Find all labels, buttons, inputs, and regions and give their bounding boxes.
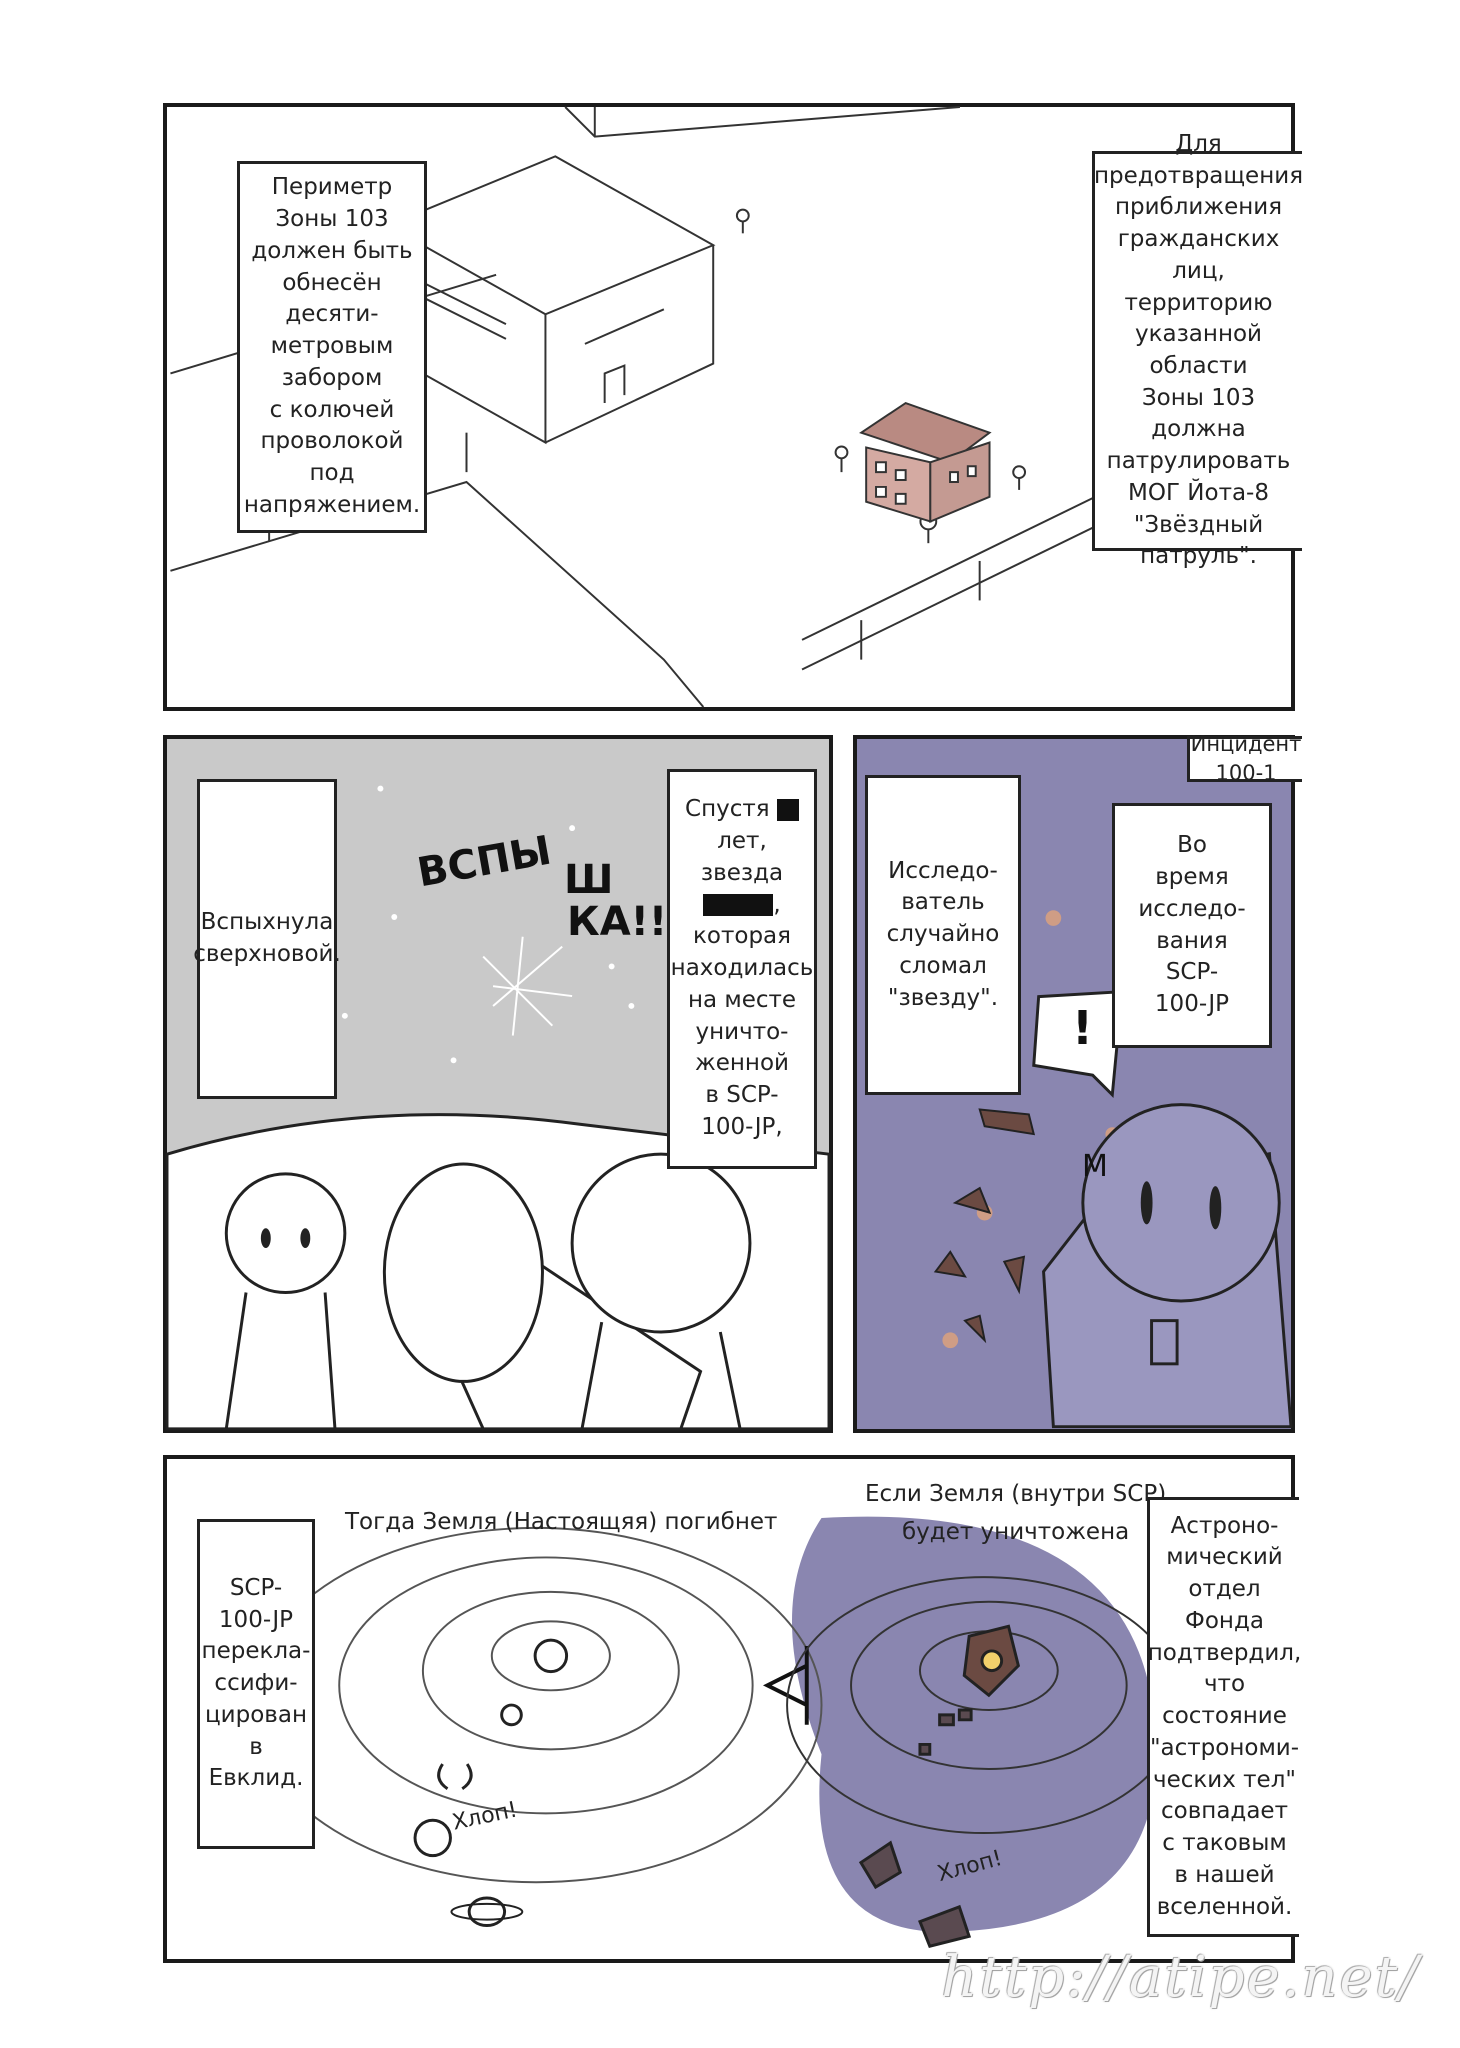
caption-supernova-text: Вспыхнула сверхновой. [193,909,341,967]
caption-during-research: Во время исследо- вания SCP- 100-JP [1112,803,1272,1048]
sfx-flash-3: КА!! [567,899,668,945]
caption-patrol-text: Для предотвращения приближения гражданск… [1093,130,1304,570]
caption-supernova: Вспыхнула сверхновой. [193,779,341,1099]
panel-4: SCP- 100-JP перекла- ссифи- цирован в Ев… [163,1455,1301,1963]
caption-euclid-text: SCP- 100-JP перекла- ссифи- цирован в Ев… [201,1574,311,1792]
caption-perimeter: Периметр Зоны 103 должен быть обнесён де… [237,161,427,533]
label-scp-earth-2: будет уничтожена [902,1519,1130,1545]
caption-years-line4: которая находилась на месте уничто- женн… [670,923,814,1140]
caption-perimeter-text: Периметр Зоны 103 должен быть обнесён де… [243,174,421,518]
caption-during-research-text: Во время исследо- вания SCP- 100-JP [1138,832,1246,1017]
telescope-scene-illustration [165,785,831,1431]
incident-tag: Инцидент 100-1 [1187,732,1302,785]
caption-years-line2: лет, звезда [700,828,784,886]
caption-astronomy-dept-text: Астроно- мический отдел Фонда подтвердил… [1147,1512,1302,1920]
panel-3: Инцидент 100-1 Исследо- ватель случайно … [853,732,1302,1433]
incident-tag-text: Инцидент 100-1 [1190,732,1302,785]
sfx-crack: М [1082,1149,1108,1184]
caption-astronomy-dept: Астроно- мический отдел Фонда подтвердил… [1147,1497,1302,1937]
caption-years-line1: Спустя [685,794,799,826]
label-real-earth: Тогда Земля (Настоящяя) погибнет [345,1509,778,1535]
panel-2: Вспыхнула сверхновой. ВСПЫ Ш КА!! Спустя… [163,735,833,1433]
redaction-bar [776,798,799,821]
sfx-flash-2: Ш [564,857,614,903]
caption-researcher-text: Исследо- ватель случайно сломал "звезду"… [886,857,1000,1011]
caption-euclid: SCP- 100-JP перекла- ссифи- цирован в Ев… [197,1519,315,1849]
researcher-broken-star-illustration [933,910,1293,1429]
watermark: http://atipe.net/ [941,1945,1420,2010]
caption-years-line3: , [703,890,781,922]
caption-researcher: Исследо- ватель случайно сломал "звезду"… [865,775,1021,1095]
solar-system-comparison-illustration [249,1516,1182,1948]
label-scp-earth-1: Если Земля (внутри SCP) [865,1481,1167,1507]
caption-years-later: Спустя лет, звезда , которая находилась … [667,769,817,1169]
caption-patrol: Для предотвращения приближения гражданск… [1092,131,1303,569]
panel-1: Периметр Зоны 103 должен быть обнесён де… [163,103,1303,711]
redaction-bar [703,894,774,917]
speech-exclamation: ! [1072,1001,1093,1055]
